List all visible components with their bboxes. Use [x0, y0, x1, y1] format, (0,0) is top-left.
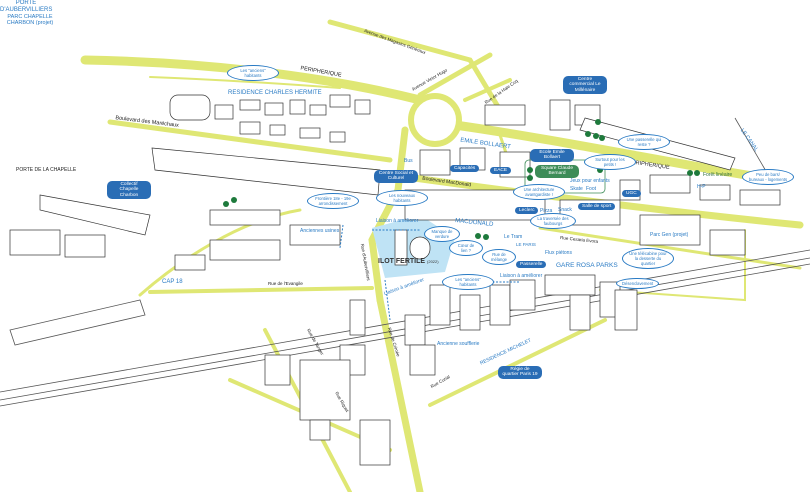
parc-chapelle-label: PARC CHAPELLE CHARBON (projet)	[6, 13, 54, 27]
road-haie-coq	[463, 78, 512, 102]
lower-rail	[9, 299, 146, 346]
road-side	[149, 76, 341, 89]
leclerc-pill[interactable]: Leclerc	[515, 207, 539, 215]
collectif-pill[interactable]: Collectif Chapelle Charbon	[107, 181, 151, 199]
note-bus: Bus	[404, 158, 413, 164]
bubble-telecabine: Une télécabine pour la desserte du quart…	[622, 248, 674, 270]
road-bd-macdonald	[366, 168, 804, 229]
capacites-pill[interactable]: Capacités	[450, 165, 480, 173]
note-flux-pietons: Flux piétons	[545, 250, 572, 256]
porte-chapelle-label: PORTE DE LA CHAPELLE	[16, 167, 77, 173]
buildings	[9, 94, 781, 466]
ugc-pill[interactable]: UGC	[622, 190, 641, 198]
note-hp: H-P	[697, 184, 706, 190]
trees	[223, 119, 700, 240]
bubble-surtout-petits: Surtout pour les petits !	[584, 154, 636, 171]
bubble-architecture: Une architecture avantgardiste !	[513, 184, 565, 201]
canal-line	[734, 117, 771, 179]
ilot-fertile-year: (2022)	[427, 259, 439, 264]
rue-evangile-label: Rue de l'Evangile	[268, 281, 303, 286]
note-foret: Forêt linéaire	[703, 172, 733, 178]
bubble-nouveaux: Les nouveaux habitants	[376, 190, 428, 207]
le-paris-label: LE PARIS	[516, 242, 536, 247]
road-peripherique-east	[450, 120, 770, 183]
centre-social-pill[interactable]: Centre Social et Culturel	[374, 170, 418, 183]
note-le-tram: Le Tram	[504, 234, 523, 240]
porte-aubervilliers-roundabout	[408, 93, 462, 147]
note-parc-gen: Parc Gen (projet)	[650, 232, 689, 238]
ilot-fertile-name: ILOT FERTILE	[378, 258, 426, 265]
road-rue-evangile	[148, 286, 374, 294]
bubble-manque-verdure: Manque de verdure	[424, 226, 460, 243]
bubble-desenclavement: Désenclavement	[616, 278, 660, 290]
road-av-magasins	[327, 19, 503, 113]
ilot-fertile-label: ILOT FERTILE (2022)	[378, 258, 439, 265]
square-pill[interactable]: Square Claude Bernard	[535, 165, 579, 178]
road-bd-marechaux	[107, 119, 393, 163]
bubble-anciens-2: Les "anciens" habitants	[442, 274, 494, 291]
bubble-passerelle-reste: Une passerelle qui reste ?	[618, 134, 670, 151]
bubble-traverse: La traversée des faubourgs	[530, 213, 576, 230]
note-skate: Skate	[570, 186, 583, 192]
note-snack: Snack	[558, 207, 572, 213]
eace-pill[interactable]: EACE	[490, 167, 512, 175]
road-victor-hugo	[417, 52, 493, 98]
regie-pill[interactable]: Régie de quartier Paris 19	[498, 366, 542, 379]
passerelle-pill[interactable]: Passerelle	[516, 261, 547, 269]
note-liaison-1: Liaison à améliorer	[376, 218, 419, 224]
bubble-anciens-hermite: Les "anciens" habitants	[227, 65, 279, 82]
centre-commercial-pill[interactable]: Centre commercial Le Millénaire	[563, 76, 607, 94]
porte-aubervilliers-label: PORTE D'AUBERVILLIERS	[0, 0, 53, 13]
ecole-pill[interactable]: Ecole Emile Bollaert	[530, 149, 574, 162]
note-liaison-3: Liaison à améliorer	[500, 273, 543, 279]
cap18-label: CAP 18	[162, 279, 183, 285]
note-pizza: Pizza	[540, 208, 553, 214]
bubble-frontiere: Frontière 18e - 19e arrondissement	[307, 193, 359, 210]
bubble-rue-melange: Rue de mélange	[482, 249, 516, 266]
road-rue-curial	[428, 318, 607, 407]
road-rue-aubervilliers	[368, 126, 409, 304]
salle-sport-pill[interactable]: Salle de sport	[578, 203, 616, 211]
note-ancienne-soufflerie: Ancienne soufflerie	[437, 341, 480, 347]
note-foot: Foot	[586, 186, 597, 192]
note-jeux: Jeux pour enfants	[570, 178, 610, 184]
gare-rosa-parks-label: GARE ROSA PARKS	[556, 262, 618, 269]
bubble-peu-bars: Peu de bars/ bureaux - logements	[742, 169, 794, 186]
residence-hermite-label: RESIDENCE CHARLES HERMITE	[228, 90, 322, 96]
note-anciennes-usines: Anciennes usines	[300, 228, 340, 234]
road-cesaria	[538, 226, 802, 270]
bubble-coeur: Cœur de lien ?	[449, 240, 483, 257]
